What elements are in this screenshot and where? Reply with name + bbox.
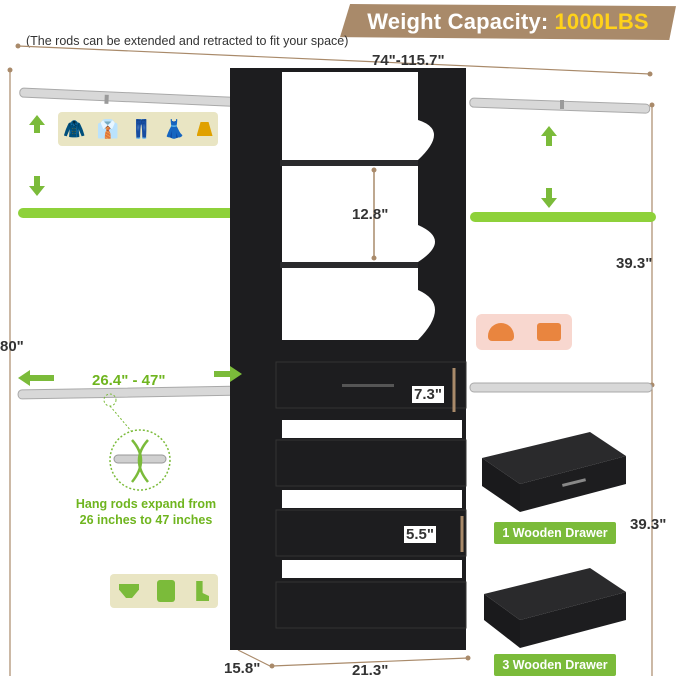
- single-drawer-image: [482, 432, 626, 512]
- onesie-icon: [157, 580, 175, 602]
- height-label: 80": [0, 338, 24, 355]
- handbag-icon: [536, 323, 561, 341]
- kids-icons-badge: [110, 574, 218, 608]
- hat-icon: [487, 323, 514, 341]
- deep-drawer-height-label: 5.5": [404, 526, 436, 543]
- width-range-label: 74"-115.7": [372, 52, 445, 69]
- shirt-icon: 👔: [96, 118, 120, 139]
- sweater-icon: 🧥: [63, 118, 86, 139]
- skirt-icon: [196, 122, 213, 136]
- weight-capacity-value: 1000LBS: [554, 9, 649, 34]
- width-label: 21.3": [352, 662, 389, 679]
- lower-rod-height-label: 39.3": [630, 516, 667, 533]
- small-drawer-height-label: 7.3": [412, 386, 444, 403]
- sock-icon: [196, 581, 209, 601]
- pants-icon: 👖: [129, 118, 153, 139]
- clothes-icons-badge: 🧥 👔 👖 👗: [58, 112, 218, 146]
- rod-range-label: 26.4" - 47": [92, 372, 166, 389]
- rods-note: (The rods can be extended and retracted …: [26, 34, 349, 48]
- accessories-icons-badge: [476, 314, 572, 350]
- dress-icon: 👗: [163, 118, 186, 139]
- depth-label: 15.8": [224, 660, 261, 677]
- triple-drawer-label: 3 Wooden Drawer: [494, 654, 616, 676]
- rod-expand-caption: Hang rods expand from 26 inches to 47 in…: [75, 497, 217, 527]
- underwear-icon: [119, 584, 139, 598]
- upper-rod-height-label: 39.3": [616, 255, 653, 272]
- weight-capacity-label: Weight Capacity:: [367, 9, 549, 34]
- shelf-gap-label: 12.8": [352, 206, 389, 223]
- weight-capacity-banner: Weight Capacity: 1000LBS: [340, 4, 676, 40]
- triple-drawer-image: [484, 568, 626, 648]
- single-drawer-label: 1 Wooden Drawer: [494, 522, 616, 544]
